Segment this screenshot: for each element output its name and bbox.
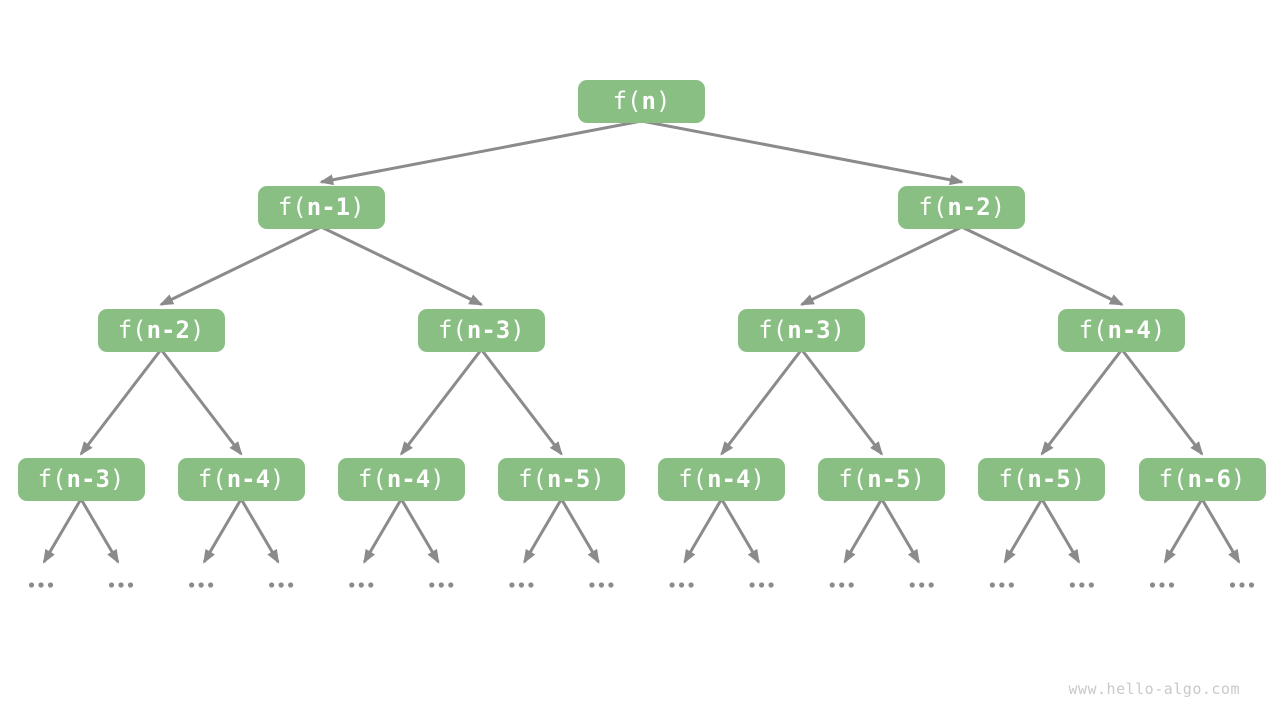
ellipsis-dot bbox=[1088, 582, 1094, 588]
ellipsis-dot bbox=[829, 582, 835, 588]
ellipsis-dot bbox=[518, 582, 525, 588]
ellipsis-dot bbox=[848, 582, 854, 588]
tree-edge bbox=[720, 348, 803, 456]
ellipsis-dot bbox=[38, 582, 44, 588]
tree-edge bbox=[800, 348, 883, 456]
ellipsis-dot bbox=[919, 582, 925, 588]
tree-edge bbox=[1003, 498, 1044, 564]
ellipsis-dot bbox=[1149, 582, 1156, 588]
ellipsis-dot bbox=[28, 582, 35, 588]
ellipsis-dot bbox=[1168, 582, 1175, 588]
tree-edge bbox=[880, 498, 921, 564]
ellipsis-group: ... bbox=[269, 582, 294, 588]
tree-edge bbox=[480, 348, 563, 456]
ellipsis-dot bbox=[448, 582, 454, 588]
ellipsis-dot bbox=[1248, 582, 1255, 588]
ellipsis-dot bbox=[288, 582, 294, 588]
tree-edges bbox=[42, 119, 1241, 564]
ellipsis-dot bbox=[989, 582, 995, 588]
ellipsis-dot bbox=[269, 582, 275, 588]
ellipsis-group: ... bbox=[349, 582, 374, 588]
ellipsis-dot bbox=[909, 582, 915, 588]
tree-edge bbox=[239, 498, 280, 564]
ellipsis-group: ... bbox=[28, 582, 54, 588]
ellipsis-group: ... bbox=[509, 582, 534, 588]
ellipsis-dot bbox=[368, 582, 374, 588]
tree-edge bbox=[720, 498, 760, 564]
ellipsis-group: ... bbox=[189, 582, 214, 588]
ellipsis-group: ... bbox=[989, 582, 1014, 588]
tree-edge bbox=[1200, 498, 1241, 564]
ellipsis-dot bbox=[1069, 582, 1075, 588]
ellipsis-group: ... bbox=[1069, 582, 1094, 588]
ellipsis-dot bbox=[758, 582, 765, 588]
tree-edge bbox=[961, 225, 1124, 306]
ellipsis-dot bbox=[1239, 582, 1245, 588]
ellipsis-dot bbox=[678, 582, 685, 588]
ellipsis-dot bbox=[438, 582, 444, 588]
tree-edge bbox=[1040, 498, 1081, 564]
tree-edge bbox=[843, 498, 884, 564]
tree-edge bbox=[159, 348, 243, 456]
ellipsis-dot bbox=[118, 582, 124, 588]
ellipsis-dot bbox=[509, 582, 515, 588]
ellipsis-dot bbox=[528, 582, 534, 588]
ellipsis-group: ... bbox=[108, 582, 134, 588]
ellipsis-dot bbox=[608, 582, 614, 588]
ellipsis-dot bbox=[839, 582, 845, 588]
ellipsis-group: ... bbox=[669, 582, 694, 588]
ellipsis-group: ... bbox=[1229, 582, 1255, 588]
ellipsis-dot bbox=[749, 582, 755, 588]
ellipsis-dot bbox=[1229, 582, 1236, 588]
ellipsis-dot bbox=[278, 582, 284, 588]
tree-edge bbox=[79, 498, 120, 564]
ellipsis-group: ... bbox=[909, 582, 934, 588]
tree-edge bbox=[641, 119, 964, 186]
tree-edge bbox=[523, 498, 563, 564]
ellipsis-group: ... bbox=[749, 582, 774, 588]
tree-edge bbox=[42, 498, 83, 564]
ellipsis-dot bbox=[127, 582, 134, 588]
ellipsis-dot bbox=[429, 582, 435, 588]
ellipsis-dot bbox=[189, 582, 195, 588]
ellipsis-dot bbox=[358, 582, 364, 588]
tree-edge bbox=[1120, 348, 1204, 456]
tree-edge bbox=[320, 225, 484, 306]
ellipsis-dot bbox=[928, 582, 934, 588]
watermark-text: www.hello-algo.com bbox=[1068, 680, 1240, 698]
tree-edge bbox=[1163, 498, 1204, 564]
ellipsis-group: ... bbox=[829, 582, 854, 588]
tree-edge bbox=[159, 225, 322, 306]
tree-edge bbox=[319, 119, 642, 186]
tree-edge bbox=[399, 498, 440, 564]
tree-edge bbox=[362, 498, 403, 564]
ellipsis-dot bbox=[589, 582, 595, 588]
tree-edge bbox=[202, 498, 243, 564]
ellipsis-dot bbox=[108, 582, 115, 588]
tree-edge bbox=[1040, 348, 1124, 456]
tree-edge bbox=[79, 348, 163, 456]
ellipsis-dot bbox=[1159, 582, 1165, 588]
ellipsis-dot bbox=[999, 582, 1005, 588]
ellipsis-group: ... bbox=[1149, 582, 1175, 588]
ellipsis-dot bbox=[198, 582, 204, 588]
ellipsis-dot bbox=[47, 582, 54, 588]
ellipsis-dot bbox=[598, 582, 605, 588]
ellipsis-dot bbox=[208, 582, 214, 588]
ellipsis-dot bbox=[1079, 582, 1085, 588]
ellipsis-dot bbox=[349, 582, 355, 588]
tree-edge bbox=[683, 498, 723, 564]
tree-edge bbox=[560, 498, 600, 564]
ellipsis-dots: ........................................… bbox=[28, 582, 1255, 588]
ellipsis-dot bbox=[688, 582, 694, 588]
ellipsis-dot bbox=[768, 582, 774, 588]
ellipsis-dot bbox=[1008, 582, 1014, 588]
ellipsis-dot bbox=[669, 582, 675, 588]
ellipsis-group: ... bbox=[589, 582, 614, 588]
tree-edge bbox=[799, 225, 963, 306]
tree-edge bbox=[400, 348, 483, 456]
ellipsis-group: ... bbox=[429, 582, 454, 588]
